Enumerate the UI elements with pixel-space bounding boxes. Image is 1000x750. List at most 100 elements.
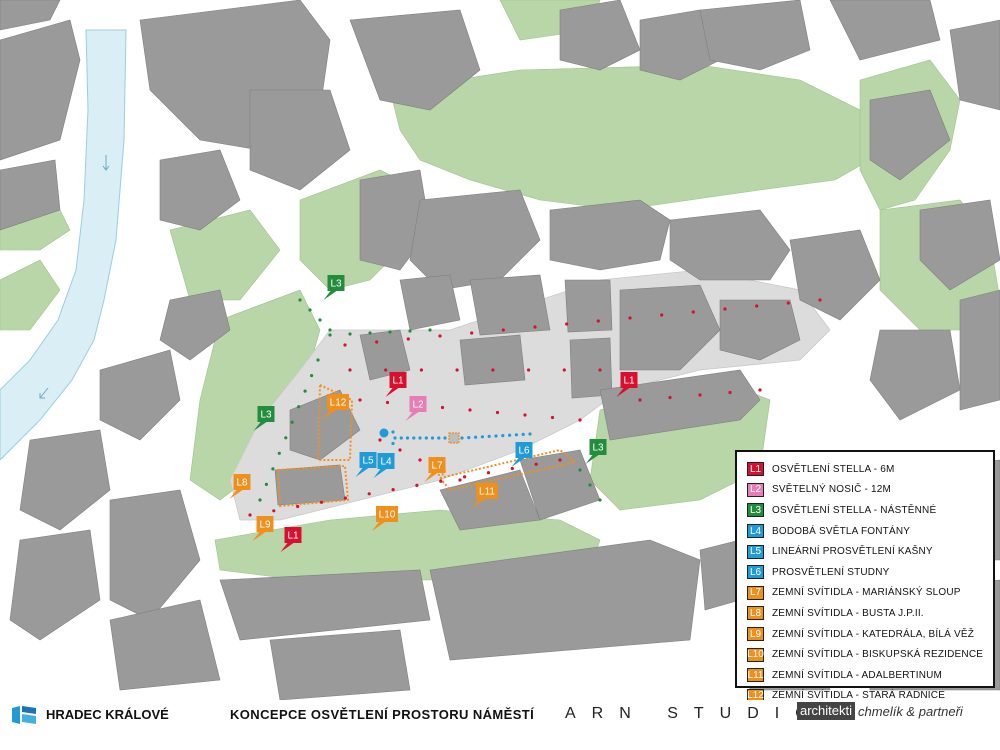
light-point	[297, 405, 301, 409]
buildings	[0, 0, 1000, 700]
light-point	[723, 307, 727, 311]
legend-label: BODOBÁ SVĚTLA FONTÁNY	[772, 525, 911, 537]
light-point	[316, 358, 320, 362]
marker-pointer	[424, 473, 438, 482]
light-point	[296, 504, 300, 509]
legend-code-badge: L4	[747, 524, 764, 539]
marker-badge	[620, 372, 638, 388]
legend-label: ZEMNÍ SVÍTIDLA - BUSTA J.P.II.	[772, 607, 924, 619]
marker-badge	[589, 439, 607, 455]
light-point	[393, 436, 397, 440]
legend-code-badge: L9	[747, 627, 764, 642]
marker-l1[interactable]: L1	[280, 527, 302, 552]
marker-l2[interactable]: L2	[405, 396, 427, 421]
marker-l5[interactable]: L5	[355, 452, 377, 477]
marker-l4[interactable]: L4	[373, 453, 395, 478]
marker-label: L2	[412, 400, 424, 411]
marker-pointer	[511, 458, 525, 467]
light-point	[284, 436, 288, 440]
legend-code-badge: L11	[747, 668, 764, 683]
legend-item-l8[interactable]: L8 ZEMNÍ SVÍTIDLA - BUSTA J.P.II.	[747, 603, 985, 624]
legend-label: ZEMNÍ SVÍTIDLA - STARÁ RADNICE	[772, 690, 946, 702]
light-point	[391, 430, 395, 434]
legend-item-l4[interactable]: L4 BODOBÁ SVĚTLA FONTÁNY	[747, 521, 985, 542]
light-point	[328, 333, 332, 337]
river	[0, 29, 127, 461]
marker-pointer	[252, 532, 266, 541]
marker-pointer	[373, 469, 387, 478]
light-point	[523, 413, 527, 417]
marker-pointer	[323, 410, 336, 419]
legend-label: OSVĚTLENÍ STELLA - 6M	[772, 463, 895, 475]
marker-badge	[327, 275, 345, 291]
light-point	[510, 466, 514, 471]
light-point	[391, 441, 395, 446]
light-point	[508, 433, 512, 437]
light-point	[463, 475, 467, 479]
light-point	[628, 316, 632, 320]
light-point	[437, 436, 441, 440]
light-point	[528, 432, 532, 436]
legend-code-badge: L3	[747, 503, 764, 518]
light-point	[405, 436, 410, 440]
light-point	[470, 331, 474, 335]
legend-item-l3[interactable]: L3 OSVĚTLENÍ STELLA - NÁSTĚNNÉ	[747, 500, 985, 521]
marker-pointer	[405, 412, 419, 421]
firm-logo: architekti chmelík & partneři	[797, 702, 963, 720]
city-logo-icon	[12, 706, 36, 724]
legend-label: LINEÁRNÍ PROSVĚTLENÍ KAŠNY	[772, 546, 933, 558]
marker-badge	[327, 394, 349, 410]
legend-code-badge: L8	[747, 606, 764, 621]
light-point	[440, 405, 445, 410]
marker-l3[interactable]: L3	[323, 275, 345, 300]
marker-badge	[409, 396, 427, 412]
marker-l9[interactable]: L9	[252, 516, 274, 541]
marker-label: L4	[380, 457, 392, 468]
marker-pointer	[616, 388, 630, 397]
marker-badge	[428, 457, 446, 473]
light-point	[565, 322, 569, 326]
light-point	[596, 319, 600, 323]
marker-l1[interactable]: L1	[616, 372, 638, 397]
light-point	[248, 513, 252, 517]
marker-l3[interactable]: L3	[253, 406, 275, 431]
legend-label: ZEMNÍ SVÍTIDLA - BISKUPSKÁ REZIDENCE	[772, 649, 984, 661]
marker-l7[interactable]: L7	[424, 457, 446, 482]
marker-l10[interactable]: L10	[372, 506, 398, 531]
light-point	[399, 436, 403, 440]
legend-label: OSVĚTLENÍ STELLA - NÁSTĚNNÉ	[772, 504, 937, 516]
light-point	[534, 462, 538, 466]
light-point	[638, 398, 642, 402]
light-point	[290, 420, 294, 424]
light-point	[367, 492, 371, 496]
light-point	[318, 318, 322, 322]
marker-badge	[389, 372, 407, 388]
light-point	[298, 298, 302, 302]
marker-l11[interactable]: L11	[472, 483, 498, 508]
marker-label: L5	[362, 456, 374, 467]
light-point	[818, 298, 822, 302]
light-point	[598, 368, 602, 372]
marker-badge	[515, 442, 533, 458]
light-point	[698, 393, 702, 397]
marker-l6[interactable]: L6	[511, 442, 533, 467]
marker-l12[interactable]: L12	[323, 394, 349, 419]
light-point	[533, 325, 537, 329]
marker-l3[interactable]: L3	[585, 439, 607, 464]
marker-label: L1	[392, 376, 404, 387]
marker-l8[interactable]: L8	[229, 474, 251, 499]
marker-l1[interactable]: L1	[385, 372, 407, 397]
legend-label: PROSVĚTLENÍ STUDNY	[772, 566, 890, 578]
sheet-title: KONCEPCE OSVĚTLENÍ PROSTORU NÁMĚSTÍ	[230, 707, 535, 722]
light-point	[424, 436, 428, 440]
